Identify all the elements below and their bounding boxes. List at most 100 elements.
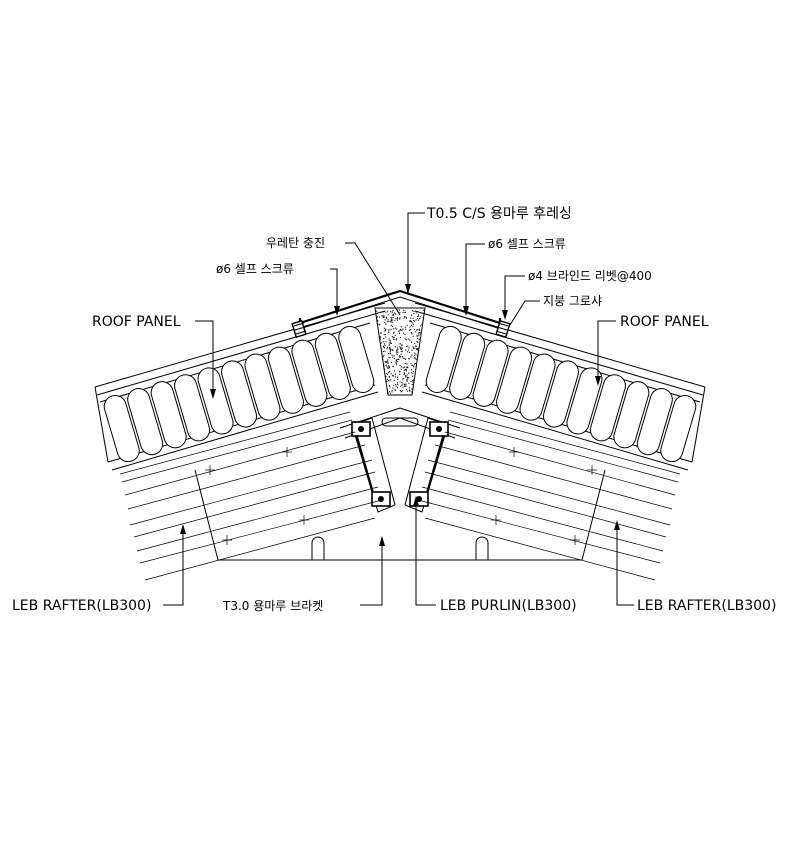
stipple-dot bbox=[388, 385, 390, 387]
stipple-dot bbox=[411, 364, 413, 366]
stipple-dot bbox=[388, 331, 390, 333]
stipple-dot bbox=[409, 390, 411, 392]
stipple-dot bbox=[420, 332, 422, 334]
stipple-dot bbox=[391, 391, 393, 393]
stipple-dot bbox=[386, 389, 388, 391]
stipple-dot bbox=[388, 364, 390, 366]
stipple-dot bbox=[398, 330, 400, 332]
stipple-dot bbox=[399, 318, 401, 320]
stipple-dot bbox=[406, 374, 408, 376]
stipple-dot bbox=[411, 383, 413, 386]
stipple-dot bbox=[393, 332, 395, 334]
stipple-dot bbox=[405, 385, 407, 387]
stipple-dot bbox=[399, 346, 401, 348]
stipple-dot bbox=[405, 376, 407, 378]
stipple-dot bbox=[402, 328, 404, 330]
stipple-dot bbox=[416, 348, 418, 351]
stipple-dot bbox=[392, 337, 394, 339]
stipple-dot bbox=[418, 328, 420, 330]
stipple-dot bbox=[390, 321, 392, 323]
stipple-dot bbox=[417, 332, 419, 334]
stipple-dot bbox=[407, 345, 409, 347]
label-roof-washer: 지붕 그로샤 bbox=[543, 294, 602, 308]
stipple-dot bbox=[396, 353, 398, 355]
stipple-dot bbox=[383, 341, 385, 343]
stipple-dot bbox=[392, 350, 394, 352]
stipple-dot bbox=[385, 364, 387, 366]
label-roof-panel-right: ROOF PANEL bbox=[620, 314, 709, 330]
stipple-dot bbox=[409, 339, 411, 341]
stipple-dot bbox=[420, 325, 422, 327]
stipple-dot bbox=[390, 392, 392, 394]
stipple-dot bbox=[385, 336, 387, 338]
screw-right bbox=[495, 319, 511, 339]
stipple-dot bbox=[391, 325, 394, 328]
stipple-dot bbox=[410, 324, 412, 327]
stipple-dot bbox=[418, 329, 421, 331]
stipple-dot bbox=[423, 309, 425, 311]
stipple-dot bbox=[399, 343, 401, 345]
insulation-coil bbox=[127, 388, 164, 456]
stipple-dot bbox=[401, 356, 403, 358]
stipple-dot bbox=[389, 391, 391, 393]
stipple-dot bbox=[399, 381, 401, 383]
stipple-dot bbox=[413, 365, 415, 367]
stipple-dot bbox=[400, 353, 402, 355]
stipple-dot bbox=[377, 319, 379, 321]
stipple-dot bbox=[408, 357, 410, 359]
stipple-dot bbox=[394, 327, 396, 329]
stipple-dot bbox=[406, 379, 408, 381]
stipple-dot bbox=[401, 384, 403, 386]
stipple-dot bbox=[395, 313, 397, 315]
stipple-dot bbox=[393, 336, 395, 338]
stipple-dot bbox=[380, 342, 383, 344]
stipple-dot bbox=[411, 375, 413, 377]
stipple-dot bbox=[395, 360, 397, 362]
stipple-dot bbox=[385, 341, 387, 343]
stipple-dot bbox=[389, 346, 391, 348]
stipple-dot bbox=[405, 383, 407, 385]
insulation-coil bbox=[566, 367, 603, 435]
stipple-dot bbox=[402, 386, 404, 388]
stipple-dot bbox=[376, 310, 378, 312]
stipple-dot bbox=[419, 318, 421, 320]
stipple-dot bbox=[389, 348, 391, 350]
stipple-dot bbox=[389, 342, 391, 344]
stipple-dot bbox=[408, 372, 410, 374]
stipple-dot bbox=[404, 373, 406, 375]
stipple-dot bbox=[399, 356, 402, 358]
stipple-dot bbox=[419, 316, 421, 318]
stipple-dot bbox=[406, 366, 408, 368]
stipple-dot bbox=[397, 383, 399, 385]
stipple-dot bbox=[410, 372, 412, 374]
insulation-coil bbox=[244, 353, 281, 421]
stipple-dot bbox=[409, 329, 412, 331]
stipple-dot bbox=[383, 365, 385, 367]
stipple-dot bbox=[400, 329, 402, 331]
stipple-dot bbox=[414, 354, 416, 356]
stipple-dot bbox=[410, 362, 412, 364]
insulation-coils-left bbox=[103, 325, 375, 463]
stipple-dot bbox=[388, 371, 390, 373]
stipple-dot bbox=[400, 368, 402, 370]
stipple-dot bbox=[391, 311, 393, 313]
stipple-dot bbox=[402, 311, 404, 314]
stipple-dot bbox=[386, 373, 388, 375]
insulation-coil bbox=[221, 360, 257, 428]
stipple-dot bbox=[392, 328, 394, 330]
stipple-dot bbox=[398, 356, 401, 358]
stipple-dot bbox=[383, 364, 385, 366]
stipple-dot bbox=[382, 311, 384, 313]
stipple-dot bbox=[417, 341, 419, 343]
stipple-dot bbox=[414, 363, 416, 365]
stipple-dot bbox=[387, 392, 389, 394]
stipple-dot bbox=[412, 325, 414, 327]
stipple-dot bbox=[386, 320, 388, 322]
stipple-dot bbox=[407, 377, 409, 379]
stipple-dot bbox=[390, 379, 392, 381]
stipple-dot bbox=[382, 316, 384, 318]
stipple-dot bbox=[384, 361, 386, 363]
stipple-dot bbox=[376, 323, 379, 325]
stipple-dot bbox=[392, 310, 394, 312]
stipple-dot bbox=[376, 316, 378, 318]
